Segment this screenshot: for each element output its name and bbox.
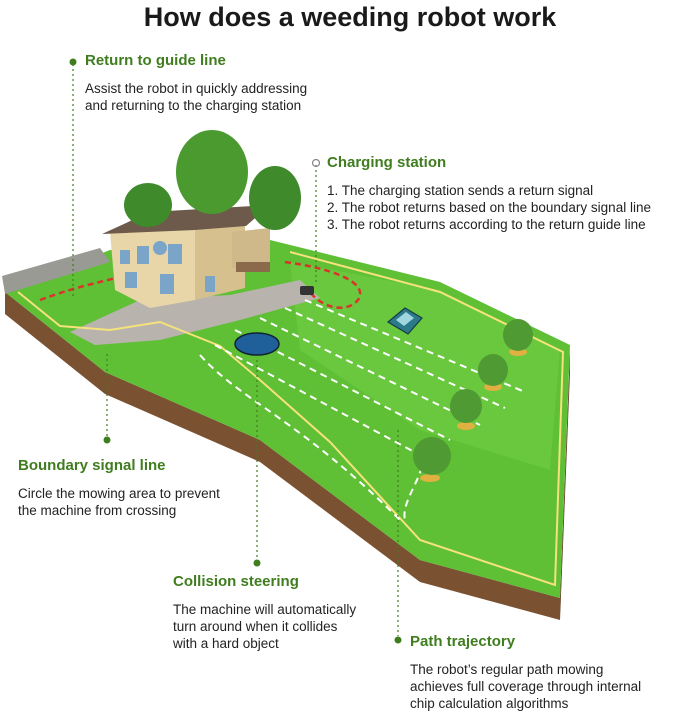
annotation-path-trajectory: Path trajectory The robot’s regular path… xyxy=(410,633,641,712)
boundary-signal-line xyxy=(17,251,565,587)
annotation-body: Assist the robot in quickly addressing a… xyxy=(85,80,307,114)
soil-layer xyxy=(5,292,560,620)
annotation-line: The robot’s regular path mowing xyxy=(410,662,604,677)
annotation-collision-steering: Collision steering The machine will auto… xyxy=(173,573,356,652)
annotation-heading: Boundary signal line xyxy=(18,457,166,474)
patio xyxy=(70,280,320,345)
annotation-charging-station: Charging station 1. The charging station… xyxy=(327,154,651,233)
annotation-heading: Charging station xyxy=(327,154,447,171)
charging-station-unit xyxy=(300,286,314,295)
lawn-highlight xyxy=(290,262,560,470)
marker-dot-charging-station xyxy=(311,158,321,168)
annotation-line: with a hard object xyxy=(173,636,279,651)
annotation-line: Assist the robot in quickly addressing xyxy=(85,81,308,96)
house xyxy=(102,205,270,308)
marker-dot-path-trajectory xyxy=(394,636,402,644)
marker-dot-return-guide xyxy=(69,58,77,66)
annotation-line: the machine from crossing xyxy=(18,503,177,518)
annotation-body: The robot’s regular path mowing achieves… xyxy=(410,661,641,712)
annotation-return-guide: Return to guide line Assist the robot in… xyxy=(85,52,307,114)
leader-lines xyxy=(72,64,399,636)
annotation-line: achieves full coverage through internal xyxy=(410,679,642,694)
annotation-line: Circle the mowing area to prevent xyxy=(18,486,220,501)
robot-mower xyxy=(386,307,423,335)
annotation-body: 1. The charging station sends a return s… xyxy=(327,182,651,233)
annotation-line: and returning to the charging station xyxy=(85,98,302,113)
annotation-line: 2. The robot returns based on the bounda… xyxy=(327,200,651,215)
marker-dot-boundary-signal xyxy=(103,436,111,444)
trees-right xyxy=(413,319,533,482)
annotation-line: turn around when it collides xyxy=(173,619,338,634)
trampoline xyxy=(234,332,280,356)
annotation-heading: Return to guide line xyxy=(85,52,226,69)
diagram-title: How does a weeding robot work xyxy=(143,2,557,32)
soil-layer-right xyxy=(560,350,570,620)
annotation-body: Circle the mowing area to prevent the ma… xyxy=(18,485,220,519)
marker-dot-collision-steering xyxy=(253,559,261,567)
annotation-body: The machine will automatically turn arou… xyxy=(173,601,356,652)
stone-wall xyxy=(2,248,110,294)
annotation-heading: Collision steering xyxy=(173,573,299,590)
annotation-heading: Path trajectory xyxy=(410,633,516,650)
annotation-line: 1. The charging station sends a return s… xyxy=(327,183,594,198)
annotation-line: chip calculation algorithms xyxy=(410,696,569,711)
trees-back xyxy=(124,130,301,230)
annotation-line: The machine will automatically xyxy=(173,602,357,617)
annotation-line: 3. The robot returns according to the re… xyxy=(327,217,646,232)
annotation-boundary-signal: Boundary signal line Circle the mowing a… xyxy=(18,457,220,519)
